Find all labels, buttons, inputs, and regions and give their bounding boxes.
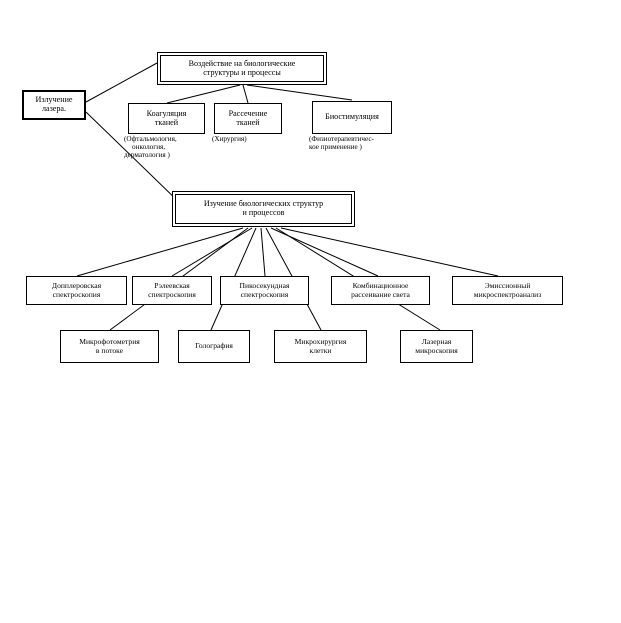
node-effects-on-bio-structures[interactable]: Воздействие на биологические структуры и… [157, 52, 327, 85]
node-study-inner: Изучение биологических структур и процес… [175, 194, 352, 224]
edge-study-to-picosecond [260, 227, 266, 277]
edge-root-to-effects [85, 62, 158, 103]
node-emission-microspectral-analysis[interactable]: Эмиссионный микроспектроанализ [452, 276, 563, 305]
caption-tissue-dissection: (Хирургия) [212, 135, 290, 144]
node-tissue-dissection[interactable]: Рассечение тканей [214, 103, 282, 134]
edge-effects-to-coagulation [166, 84, 241, 104]
node-coagulation-label: Коагуляция тканей [129, 108, 204, 127]
edge-effects-to-biostimulation [246, 84, 353, 101]
edge-study-to-rayleigh [171, 227, 253, 277]
node-coagulation-label-line2: тканей [154, 117, 179, 127]
node-doppler-spectroscopy[interactable]: Допплеровская спектроскопия [26, 276, 127, 305]
node-microsurgery-line2: клетки [309, 345, 332, 355]
caption-biostimulation-line2: кое применение ) [309, 142, 362, 151]
edge-study-to-raman [270, 227, 379, 277]
node-cell-microsurgery[interactable]: Микрохирургия клетки [274, 330, 367, 363]
node-raman-line2: рассеивание света [351, 289, 410, 299]
node-microphotometry-line2: в потоке [95, 345, 124, 355]
node-rayleigh-spectroscopy-label: Рэлеевская спектроскопия [133, 282, 211, 298]
caption-tissue-dissection-line1: (Хирургия) [212, 135, 247, 143]
node-rayleigh-spectroscopy[interactable]: Рэлеевская спектроскопия [132, 276, 212, 305]
node-effects-label-line2: структуры и процессы [203, 67, 281, 77]
node-lasermicroscopy-line1: Лазерная [421, 337, 452, 347]
node-holography[interactable]: Голография [178, 330, 250, 363]
node-effects-label: Воздействие на биологические структуры и… [161, 58, 323, 77]
node-raman-scattering[interactable]: Комбинационное рассеивание света [331, 276, 430, 305]
node-emission-microspectral-analysis-label: Эмиссионный микроспектроанализ [453, 282, 562, 298]
node-picosecond-line1: Пикосекундная [239, 281, 290, 291]
node-biostimulation[interactable]: Биостимуляция [312, 101, 392, 134]
node-holography-label: Голография [195, 341, 233, 351]
node-microsurgery-line1: Микрохирургия [294, 337, 347, 347]
node-picosecond-spectroscopy-label: Пикосекундная спектроскопия [221, 282, 308, 298]
node-laser-radiation[interactable]: Излучение лазера. [22, 90, 86, 120]
node-coagulation-label-line1: Коагуляция [146, 108, 187, 118]
node-raman-scattering-label: Комбинационное рассеивание света [332, 282, 429, 298]
node-picosecond-spectroscopy[interactable]: Пикосекундная спектроскопия [220, 276, 309, 305]
edge-effects-to-dissection [242, 84, 249, 104]
node-coagulation[interactable]: Коагуляция тканей [128, 103, 205, 134]
node-tissue-dissection-label-line1: Рассечение [228, 108, 268, 118]
node-microphotometry-line1: Микрофотометрия [79, 337, 140, 347]
node-laser-radiation-label: Излучение лазера. [35, 95, 73, 113]
node-doppler-line1: Допплеровская [51, 281, 102, 291]
node-emission-line1: Эмиссионный [484, 281, 531, 291]
caption-biostimulation: (Физиотерапевтичес- кое применение ) [309, 135, 415, 152]
node-study-of-bio-structures[interactable]: Изучение биологических структур и процес… [172, 191, 355, 227]
node-cell-microsurgery-label: Микрохирургия клетки [275, 338, 366, 354]
node-study-label-line1: Изучение биологических структур [203, 199, 324, 209]
node-lasermicroscopy-line2: микроскопия [415, 345, 458, 355]
node-laser-microscopy-label: Лазерная микроскопия [401, 338, 472, 354]
node-flow-microphotometry[interactable]: Микрофотометрия в потоке [60, 330, 159, 363]
node-rayleigh-line2: спектроскопия [148, 289, 196, 299]
node-study-label-line2: и процессов [242, 208, 285, 217]
node-doppler-spectroscopy-label: Допплеровская спектроскопия [27, 282, 126, 298]
edge-study-to-doppler [76, 227, 244, 277]
caption-coagulation-line1: (Офтальмология, [124, 135, 177, 143]
node-effects-label-line1: Воздействие на биологические [188, 58, 296, 68]
node-laser-microscopy[interactable]: Лазерная микроскопия [400, 330, 473, 363]
node-doppler-line2: спектроскопия [52, 289, 101, 299]
node-study-label: Изучение биологических структур и процес… [176, 199, 351, 217]
node-tissue-dissection-label: Рассечение тканей [215, 108, 281, 127]
node-biostimulation-label: Биостимуляция [325, 112, 379, 122]
caption-coagulation: (Офтальмология, онкология, дерматология … [124, 135, 216, 160]
caption-coagulation-line3: дерматология ) [124, 150, 170, 159]
edge-study-to-emission [280, 227, 499, 277]
node-effects-inner: Воздействие на биологические структуры и… [160, 55, 324, 82]
node-tissue-dissection-label-line2: тканей [236, 117, 260, 127]
caption-biostimulation-line1: (Физиотерапевтичес- [309, 135, 374, 143]
node-flow-microphotometry-label: Микрофотометрия в потоке [61, 338, 158, 354]
node-picosecond-line2: спектроскопия [240, 289, 289, 299]
node-emission-line2: микроспектроанализ [473, 289, 542, 299]
